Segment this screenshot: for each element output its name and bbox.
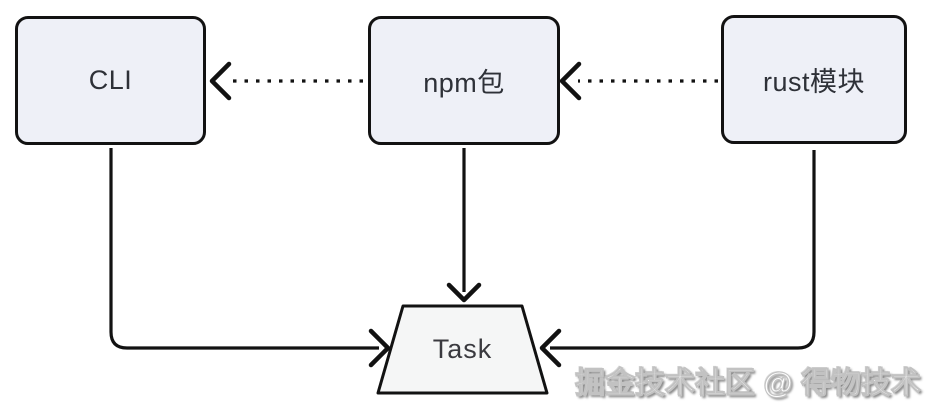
- arrowhead-rust-to-npm: [559, 61, 582, 101]
- node-rust: rust模块: [721, 15, 907, 144]
- node-cli: CLI: [15, 16, 206, 145]
- watermark-text: 掘金技术社区 @ 得物技术: [575, 367, 922, 401]
- arrowhead-cli-to-task: [368, 328, 391, 368]
- edge-rust-to-task: [550, 150, 816, 350]
- arrowhead-npm-to-cli: [209, 61, 232, 101]
- node-rust-label: rust模块: [762, 67, 865, 97]
- arrowhead-rust-to-task: [539, 328, 562, 368]
- arrowhead-npm-to-task: [446, 282, 482, 303]
- node-cli-label: CLI: [88, 65, 133, 95]
- edge-cli-to-task: [109, 148, 379, 350]
- node-task-label: Task: [432, 334, 493, 364]
- node-npm: npm包: [368, 16, 560, 145]
- node-npm-label: npm包: [423, 68, 505, 98]
